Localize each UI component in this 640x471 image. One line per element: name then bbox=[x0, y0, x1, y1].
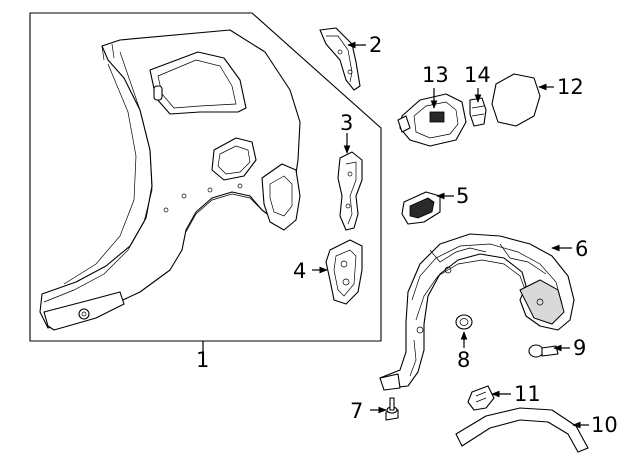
quarter-panel-group-frame bbox=[29, 12, 382, 342]
part-7-screw bbox=[385, 397, 399, 421]
part-13-fuel-door-housing bbox=[397, 93, 467, 147]
callout-12: 12 bbox=[557, 75, 584, 99]
part-12-fuel-door bbox=[491, 73, 541, 127]
callout-2: 2 bbox=[369, 33, 382, 57]
callout-6: 6 bbox=[575, 237, 588, 261]
callout-9: 9 bbox=[573, 336, 586, 360]
leader-lines bbox=[202, 41, 589, 429]
callout-7: 7 bbox=[350, 399, 363, 423]
part-8-clip bbox=[455, 314, 473, 330]
part-10-arch-molding bbox=[455, 407, 589, 453]
part-9-push-pin bbox=[528, 344, 559, 358]
callout-4: 4 bbox=[293, 259, 306, 283]
part-3-reinforcement bbox=[337, 151, 363, 231]
callout-13: 13 bbox=[422, 63, 449, 87]
callout-8: 8 bbox=[457, 348, 470, 372]
part-11-clip bbox=[467, 385, 495, 411]
part-5-pocket bbox=[401, 191, 441, 225]
quarter-panel-drawing bbox=[39, 29, 301, 331]
callout-labels: 1 2 3 4 5 6 7 8 9 10 11 12 13 14 bbox=[196, 33, 618, 437]
part-6-wheelhouse-liner bbox=[379, 233, 575, 391]
callout-11: 11 bbox=[514, 382, 541, 406]
callout-10: 10 bbox=[591, 413, 618, 437]
part-4-panel bbox=[325, 239, 363, 305]
part-2-bracket bbox=[319, 27, 361, 91]
part-14-actuator bbox=[469, 97, 487, 127]
callout-1: 1 bbox=[196, 348, 209, 372]
callout-5: 5 bbox=[456, 184, 469, 208]
callout-14: 14 bbox=[464, 63, 491, 87]
callout-3: 3 bbox=[340, 111, 353, 135]
